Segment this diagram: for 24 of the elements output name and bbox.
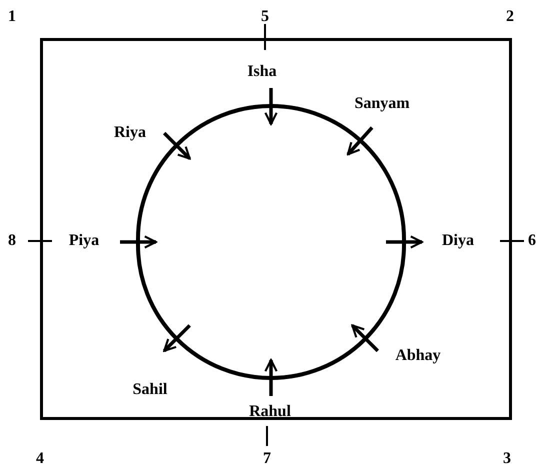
facing-arrow <box>351 324 380 352</box>
person-name: Isha <box>247 64 277 80</box>
position-number: 1 <box>8 9 16 25</box>
person-name: Riya <box>114 125 146 141</box>
position-number: 3 <box>503 451 511 467</box>
person-name: Piya <box>68 233 100 249</box>
person-name: Rahul <box>249 404 291 420</box>
facing-arrow <box>162 132 191 160</box>
position-number: 4 <box>36 451 44 467</box>
position-number: 2 <box>506 9 514 25</box>
person-name: Sahil <box>132 382 168 398</box>
facing-arrow <box>264 88 278 126</box>
square-outline <box>40 38 512 420</box>
position-number: 8 <box>8 233 16 249</box>
person-name: Abhay <box>395 348 441 364</box>
position-number: 6 <box>528 233 536 249</box>
facing-arrow <box>264 358 278 396</box>
facing-arrow <box>386 235 424 249</box>
person-name: Sanyam <box>354 96 410 112</box>
facing-arrow <box>120 235 158 249</box>
person-name: Diya <box>442 233 474 249</box>
facing-arrow <box>162 324 191 352</box>
position-number: 5 <box>261 9 269 25</box>
position-number: 7 <box>263 451 271 467</box>
